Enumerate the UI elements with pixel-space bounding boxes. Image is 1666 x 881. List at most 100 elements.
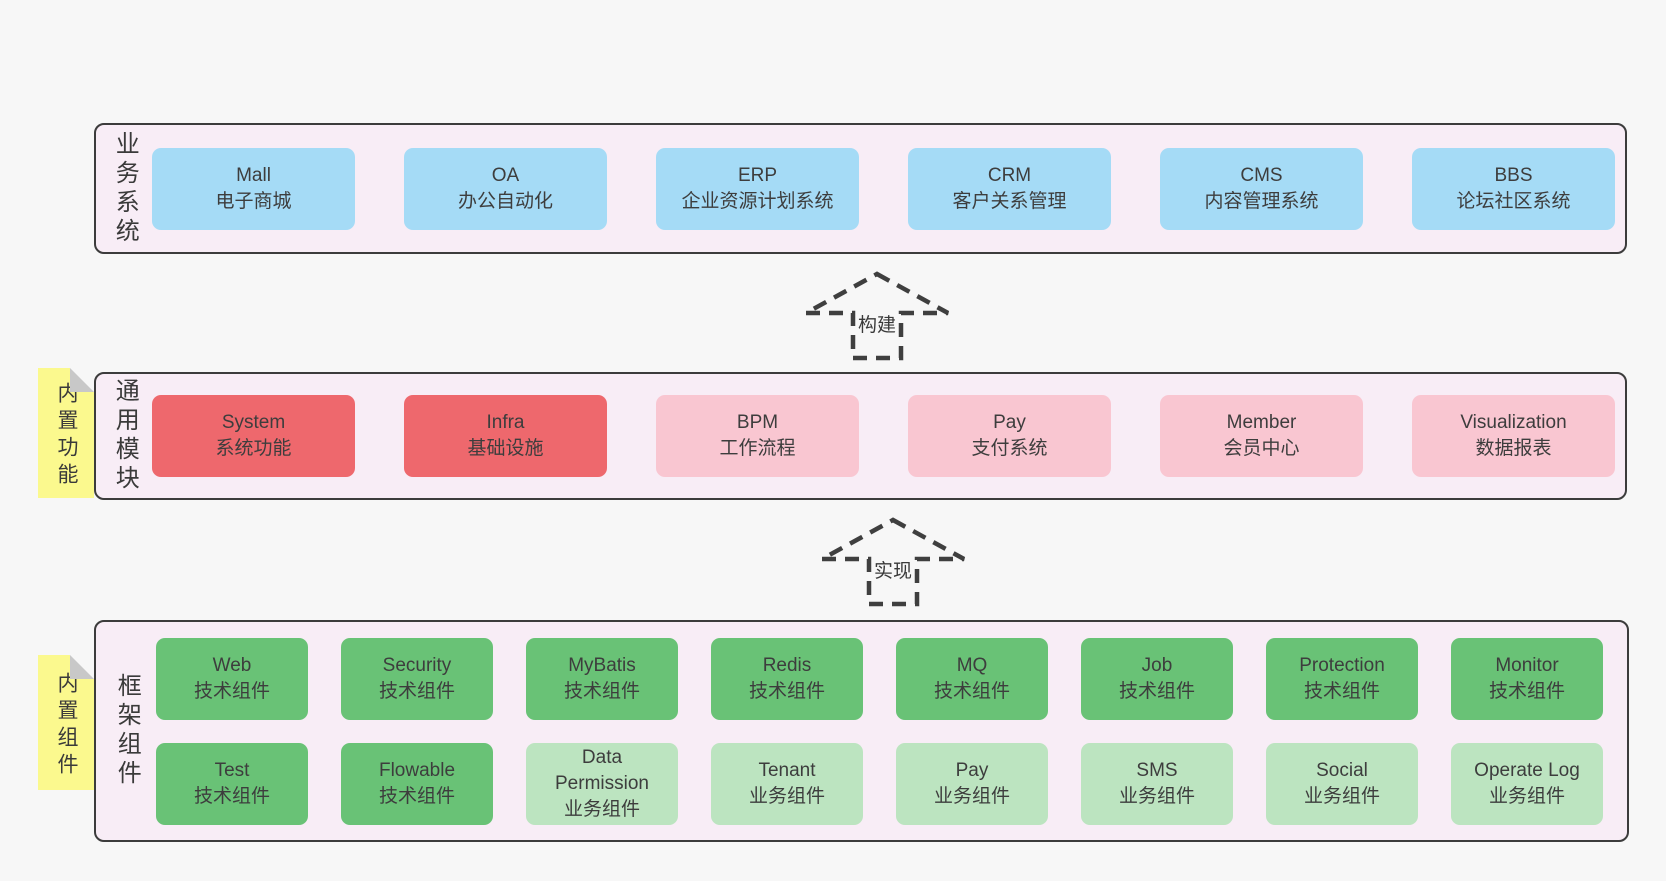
box-desc: 工作流程 [719,438,796,459]
arrow-label: 实现 [871,556,915,583]
box-name: Data Permission [555,746,649,794]
box-name: Pay [955,759,989,781]
box-desc: 技术组件 [933,680,1010,702]
box-bpm: BPM 工作流程 [656,395,859,477]
box-bbs: BBS 论坛社区系统 [1412,147,1615,230]
box-desc: 业务组件 [563,798,640,820]
box-desc: 业务组件 [748,785,825,807]
box-name: Security [382,654,452,676]
box-name: BPM [736,412,779,433]
box-desc: 办公自动化 [457,190,553,212]
box-name: Web [212,654,252,676]
box-name: ERP [737,164,778,186]
box-member: Member 会员中心 [1160,395,1363,477]
framework-components-section: 框架组件 Web 技术组件 Security 技术组件 MyBatis 技术组件… [94,620,1629,842]
box-desc: 客户关系管理 [952,190,1067,212]
box-desc: 业务组件 [933,785,1010,807]
box-name: Pay [993,412,1026,433]
box-name: CMS [1240,164,1283,186]
box-desc: 电子商城 [215,190,292,212]
box-name: Tenant [758,759,816,781]
box-name: Job [1141,654,1173,676]
box-name: SMS [1136,759,1178,781]
box-name: MyBatis [568,654,636,676]
box-name: CRM [987,164,1032,186]
section-label-text: 框架组件 [113,673,141,789]
box-desc: 业务组件 [1488,785,1565,807]
box-name: Test [214,759,250,781]
box-sms: SMS 业务组件 [1081,742,1233,825]
box-mq: MQ 技术组件 [896,637,1048,720]
box-desc: 基础设施 [467,438,544,459]
box-desc: 业务组件 [1303,785,1380,807]
builtin-features-tag: 内置功能 [38,368,94,498]
tag-text: 内置组件 [55,671,79,780]
box-desc: 系统功能 [215,438,292,459]
box-name: MQ [956,654,988,676]
module-boxes: System 系统功能 Infra 基础设施 BPM 工作流程 Pay 支付系统… [152,374,1629,498]
box-name: System [221,412,286,433]
box-erp: ERP 企业资源计划系统 [656,147,859,230]
business-boxes: Mall 电子商城 OA 办公自动化 ERP 企业资源计划系统 CRM 客户关系… [152,125,1629,252]
box-monitor: Monitor 技术组件 [1451,637,1603,720]
folded-corner-icon [70,368,94,392]
box-crm: CRM 客户关系管理 [908,147,1111,230]
box-operate-log: Operate Log 业务组件 [1451,742,1603,825]
box-desc: 企业资源计划系统 [681,190,834,212]
box-web: Web 技术组件 [156,637,308,720]
box-flowable: Flowable 技术组件 [341,742,493,825]
implement-arrow: 实现 [818,516,968,608]
box-data-permission: Data Permission 业务组件 [526,742,678,825]
framework-row-1: Web 技术组件 Security 技术组件 MyBatis 技术组件 Redi… [156,637,1603,720]
box-name: Monitor [1495,654,1559,676]
box-security: Security 技术组件 [341,637,493,720]
box-name: BBS [1494,164,1533,186]
box-desc: 技术组件 [748,680,825,702]
box-oa: OA 办公自动化 [404,147,607,230]
framework-box-rows: Web 技术组件 Security 技术组件 MyBatis 技术组件 Redi… [156,622,1631,840]
builtin-components-tag: 内置组件 [38,655,94,790]
section-label-framework: 框架组件 [96,622,156,840]
common-modules-section: 通用模块 System 系统功能 Infra 基础设施 BPM 工作流程 Pay… [94,372,1627,500]
build-arrow: 构建 [802,270,952,362]
box-redis: Redis 技术组件 [711,637,863,720]
box-desc: 技术组件 [563,680,640,702]
box-social: Social 业务组件 [1266,742,1418,825]
up-arrow-icon [804,271,950,361]
section-label-text: 业务系统 [111,130,139,247]
box-name: Visualization [1460,412,1567,433]
box-infra: Infra 基础设施 [404,395,607,477]
box-system: System 系统功能 [152,395,355,477]
box-name: OA [491,164,520,186]
box-desc: 论坛社区系统 [1456,190,1571,212]
section-label-modules: 通用模块 [96,374,152,498]
box-desc: 业务组件 [1118,785,1195,807]
box-desc: 内容管理系统 [1204,190,1319,212]
box-desc: 技术组件 [193,785,270,807]
box-desc: 技术组件 [378,785,455,807]
box-desc: 会员中心 [1223,438,1300,459]
arrow-label: 构建 [855,310,899,337]
up-arrow-icon [820,517,966,607]
box-name: Protection [1299,654,1385,676]
box-test: Test 技术组件 [156,742,308,825]
section-label-text: 通用模块 [111,378,139,494]
box-pay-system: Pay 支付系统 [908,395,1111,477]
section-label-business: 业务系统 [96,125,152,252]
box-desc: 技术组件 [1303,680,1380,702]
folded-corner-icon [70,655,94,679]
box-name: Member [1226,412,1297,433]
box-mybatis: MyBatis 技术组件 [526,637,678,720]
tag-text: 内置功能 [55,382,79,490]
box-mall: Mall 电子商城 [152,147,355,230]
box-desc: 技术组件 [1488,680,1565,702]
box-desc: 技术组件 [193,680,270,702]
box-cms: CMS 内容管理系统 [1160,147,1363,230]
box-name: Flowable [378,759,456,781]
box-desc: 技术组件 [378,680,455,702]
box-tenant: Tenant 业务组件 [711,742,863,825]
box-desc: 支付系统 [971,438,1048,459]
box-name: Redis [762,654,812,676]
box-visualization: Visualization 数据报表 [1412,395,1615,477]
